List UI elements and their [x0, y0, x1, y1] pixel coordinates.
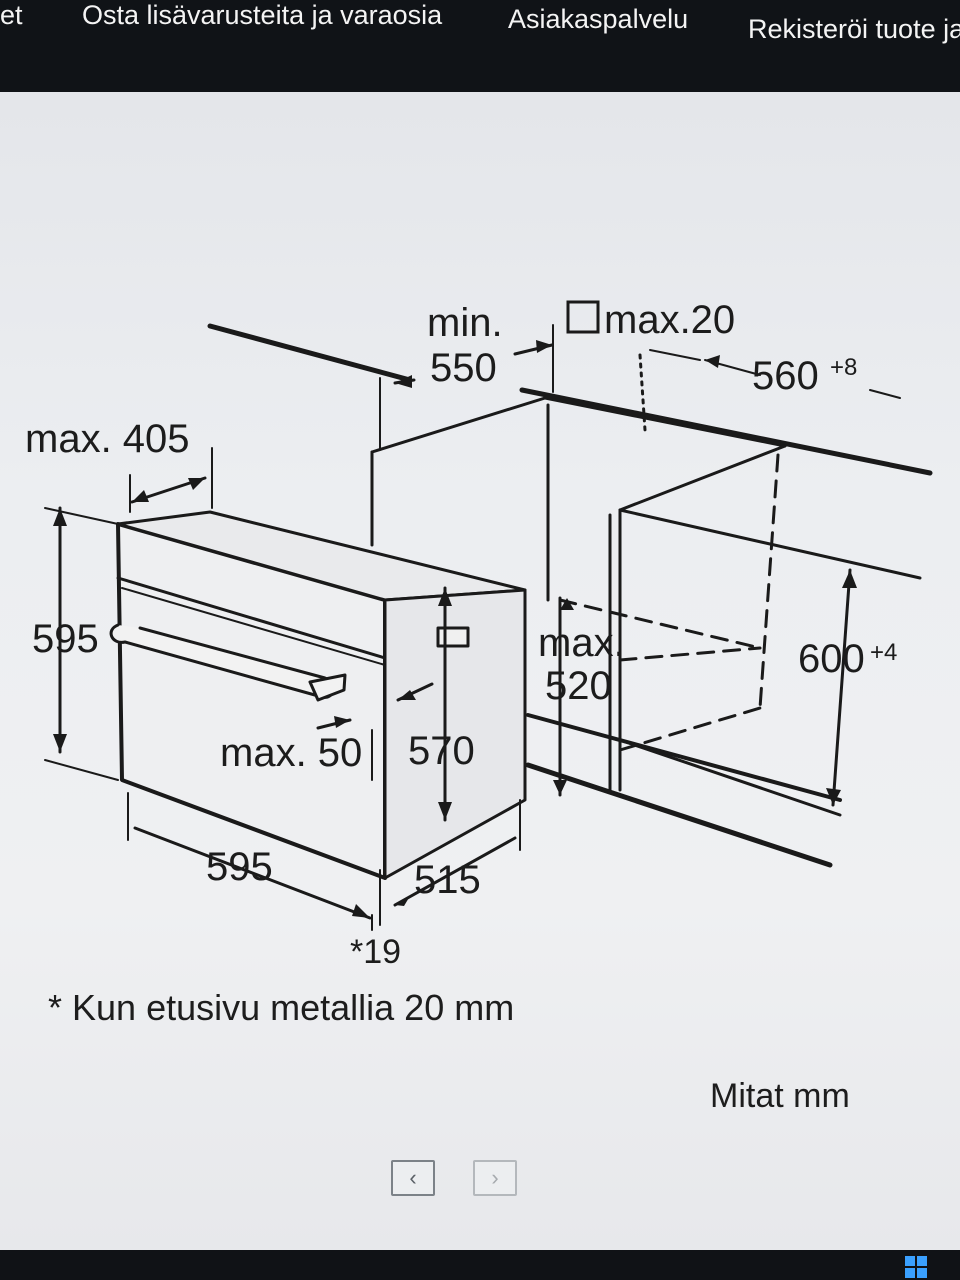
chevron-right-icon: ›: [491, 1165, 499, 1190]
label-550: 550: [430, 346, 497, 390]
label-600: 600: [798, 637, 865, 681]
taskbar: [0, 1250, 960, 1280]
worktop-edge-left: [207, 323, 413, 383]
label-595-height: 595: [32, 617, 99, 661]
label-min: min.: [427, 301, 503, 345]
label-520: 520: [545, 664, 612, 708]
label-560-tolerance: +8: [830, 354, 857, 381]
label-max405: max. 405: [25, 417, 190, 461]
label-560: 560: [752, 354, 819, 398]
previous-image-button[interactable]: ‹: [391, 1160, 435, 1196]
label-515: 515: [414, 858, 481, 902]
label-600-tolerance: +4: [870, 639, 897, 666]
windows-start-icon[interactable]: [905, 1256, 927, 1278]
footnote: * Kun etusivu metallia 20 mm: [48, 987, 515, 1028]
units-note: Mitat mm: [710, 1077, 850, 1115]
chevron-left-icon: ‹: [409, 1165, 417, 1190]
label-595-width: 595: [206, 845, 273, 889]
label-max20: max.20: [604, 298, 735, 342]
label-max: max.: [538, 621, 625, 665]
installation-diagram: min. 550 max.20 560 +8 max. 405 595 max.…: [0, 92, 960, 1250]
next-image-button[interactable]: ›: [473, 1160, 517, 1196]
label-570: 570: [408, 729, 475, 773]
nav-item-accessories[interactable]: Osta lisävarusteita ja varaosia: [82, 0, 443, 30]
nav-item-customer-service[interactable]: Asiakaspalvelu: [508, 4, 689, 34]
nav-item-register-product[interactable]: Rekisteröi tuote ja: [748, 14, 960, 44]
label-star-19: *19: [350, 933, 401, 971]
oven-dimension-drawing: min. 550 max.20 560 +8 max. 405 595 max.…: [25, 298, 933, 971]
oven-side: [383, 588, 527, 880]
square-symbol-icon: [566, 300, 600, 334]
worktop-edge-right: [519, 387, 933, 476]
nav-item-partial[interactable]: et: [0, 0, 23, 30]
label-max50: max. 50: [220, 731, 362, 775]
top-navigation: et Osta lisävarusteita ja varaosia Asiak…: [0, 0, 960, 92]
content-area: min. 550 max.20 560 +8 max. 405 595 max.…: [0, 92, 960, 1250]
